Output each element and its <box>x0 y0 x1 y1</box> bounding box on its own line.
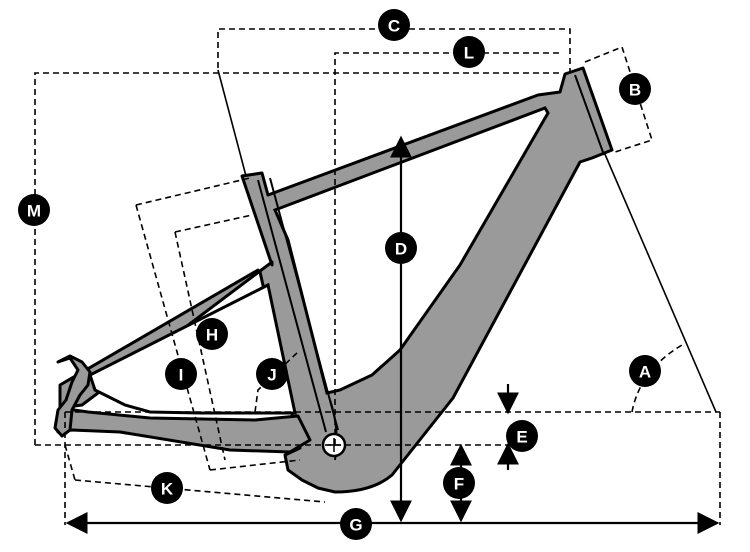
label-K: K <box>151 472 183 504</box>
svg-text:I: I <box>179 366 184 385</box>
svg-text:K: K <box>161 480 174 499</box>
label-B: B <box>619 73 651 105</box>
svg-text:J: J <box>267 366 276 385</box>
svg-text:G: G <box>349 516 362 535</box>
svg-text:C: C <box>388 17 400 36</box>
svg-text:D: D <box>395 240 407 259</box>
svg-text:B: B <box>629 81 641 100</box>
label-L: L <box>453 36 485 68</box>
dimension-arrows <box>65 135 720 534</box>
dropout <box>53 354 92 438</box>
svg-text:F: F <box>454 475 464 494</box>
label-H: H <box>196 318 228 350</box>
svg-text:A: A <box>639 363 651 382</box>
label-C: C <box>378 9 410 41</box>
svg-text:M: M <box>27 202 41 221</box>
svg-text:L: L <box>464 44 474 63</box>
svg-text:E: E <box>516 428 527 447</box>
label-G: G <box>340 508 372 540</box>
label-F: F <box>443 467 475 499</box>
label-E: E <box>506 420 538 452</box>
label-A: A <box>629 355 661 387</box>
svg-text:H: H <box>206 326 218 345</box>
label-J: J <box>256 358 288 390</box>
label-M: M <box>18 194 50 226</box>
label-I: I <box>165 358 197 390</box>
label-D: D <box>385 232 417 264</box>
